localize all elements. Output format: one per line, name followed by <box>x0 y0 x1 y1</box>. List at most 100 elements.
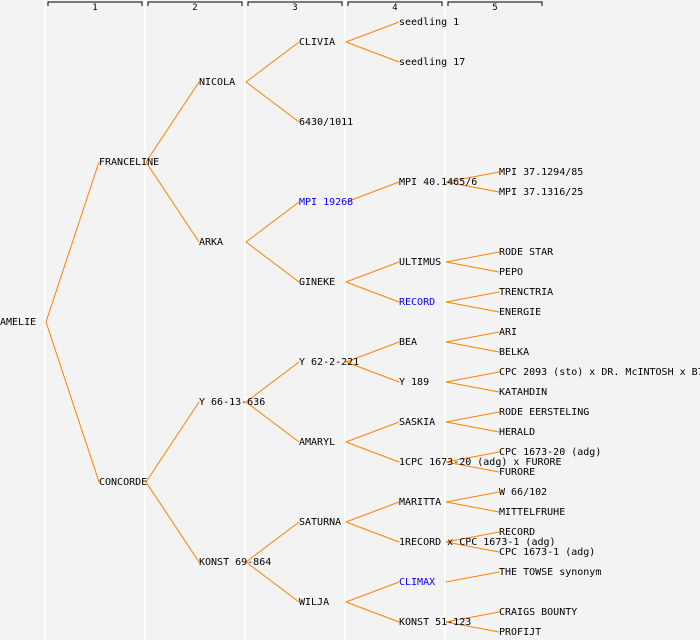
pedigree-edge <box>345 501 400 523</box>
pedigree-edge <box>445 621 500 633</box>
pedigree-node: RODE EERSTELING <box>499 407 589 418</box>
column-header: 1 <box>92 3 97 13</box>
pedigree-node: CPC 2093 (sto) x DR. McINTOSH x B7 <box>499 367 700 378</box>
column-header: 5 <box>492 3 497 13</box>
pedigree-edge <box>145 401 200 483</box>
pedigree-node: FURORE <box>499 467 535 478</box>
pedigree-node: Y 189 <box>399 377 429 388</box>
pedigree-node: WILJA <box>299 597 329 608</box>
pedigree-edge <box>445 411 500 423</box>
pedigree-edge <box>145 481 200 563</box>
pedigree-edge <box>445 571 500 583</box>
pedigree-node: 1CPC 1673-20 (adg) x FURORE <box>399 457 562 468</box>
pedigree-edge <box>45 321 100 483</box>
pedigree-edge <box>445 181 500 193</box>
pedigree-link[interactable]: RECORD <box>399 297 435 308</box>
pedigree-edge <box>345 281 400 303</box>
pedigree-edge <box>445 291 500 303</box>
pedigree-edge <box>245 201 300 243</box>
pedigree-node: seedling 17 <box>399 57 465 68</box>
pedigree-edge <box>345 261 400 283</box>
pedigree-node: RECORD <box>499 527 535 538</box>
pedigree-edge <box>345 441 400 463</box>
pedigree-edge <box>445 261 500 273</box>
pedigree-node: ARI <box>499 327 517 338</box>
pedigree-node: 6430/1011 <box>299 117 353 128</box>
column-bracket <box>247 1 343 6</box>
pedigree-node: ENERGIE <box>499 307 541 318</box>
pedigree-node: KATAHDIN <box>499 387 547 398</box>
pedigree-node: BEA <box>399 337 417 348</box>
pedigree-node: W 66/102 <box>499 487 547 498</box>
pedigree-edge <box>445 461 500 473</box>
pedigree-node: ULTIMUS <box>399 257 441 268</box>
pedigree-edge <box>345 361 400 383</box>
pedigree-node: CPC 1673-1 (adg) <box>499 547 595 558</box>
pedigree-edge <box>245 81 300 123</box>
pedigree-node: Y 62-2-221 <box>299 357 359 368</box>
pedigree-edge <box>345 601 400 623</box>
pedigree-node: 1RECORD x CPC 1673-1 (adg) <box>399 537 556 548</box>
pedigree-node: MPI 37.1294/85 <box>499 167 583 178</box>
pedigree-edge <box>445 251 500 263</box>
pedigree-edge <box>345 41 400 63</box>
pedigree-link[interactable]: CLIMAX <box>399 577 435 588</box>
pedigree-node: MPI 37.1316/25 <box>499 187 583 198</box>
pedigree-link[interactable]: MPI 19268 <box>299 197 353 208</box>
column-bracket <box>347 1 443 6</box>
pedigree-edge <box>345 421 400 443</box>
pedigree-edge <box>445 531 500 543</box>
pedigree-edge <box>445 171 500 183</box>
column-header: 4 <box>392 3 397 13</box>
pedigree-edge <box>145 81 200 163</box>
pedigree-edge <box>445 541 500 553</box>
pedigree-edge <box>445 421 500 433</box>
pedigree-edge <box>445 331 500 343</box>
pedigree-edge <box>245 241 300 283</box>
column-bracket <box>47 1 143 6</box>
pedigree-node: HERALD <box>499 427 535 438</box>
pedigree-node: AMARYL <box>299 437 335 448</box>
pedigree-node: THE TOWSE synonym <box>499 567 601 578</box>
column-bracket <box>447 1 543 6</box>
pedigree-edge <box>445 501 500 513</box>
pedigree-node: SATURNA <box>299 517 341 528</box>
pedigree-node: Y 66-13-636 <box>199 397 265 408</box>
pedigree-node: seedling 1 <box>399 17 459 28</box>
pedigree-edge <box>445 451 500 463</box>
pedigree-edge <box>445 381 500 393</box>
pedigree-node: AMELIE <box>0 317 36 328</box>
pedigree-node: KONST 69-864 <box>199 557 271 568</box>
pedigree-edge <box>445 611 500 623</box>
pedigree-node: GINEKE <box>299 277 335 288</box>
pedigree-node: RODE STAR <box>499 247 554 258</box>
pedigree-edge <box>345 341 400 363</box>
pedigree-edges <box>45 21 500 633</box>
pedigree-node: MARITTA <box>399 497 441 508</box>
pedigree-node: PROFIJT <box>499 627 541 638</box>
column-header: 3 <box>292 3 297 13</box>
pedigree-edge <box>245 401 300 443</box>
pedigree-edge <box>245 41 300 83</box>
pedigree-edge <box>145 161 200 243</box>
pedigree-node: FRANCELINE <box>99 157 159 168</box>
pedigree-node: CONCORDE <box>99 477 147 488</box>
pedigree-edge <box>345 181 400 203</box>
pedigree-edge <box>445 491 500 503</box>
pedigree-node: CRAIGS BOUNTY <box>499 607 577 618</box>
pedigree-edge <box>45 161 100 323</box>
pedigree-edge <box>245 561 300 603</box>
pedigree-node: BELKA <box>499 347 529 358</box>
pedigree-edge <box>345 521 400 543</box>
pedigree-node: SASKIA <box>399 417 435 428</box>
pedigree-edge <box>245 361 300 403</box>
pedigree-edge <box>345 21 400 43</box>
column-bracket <box>147 1 243 6</box>
pedigree-node: NICOLA <box>199 77 235 88</box>
pedigree-edge <box>445 371 500 383</box>
pedigree-node: ARKA <box>199 237 223 248</box>
pedigree-edge <box>445 341 500 353</box>
